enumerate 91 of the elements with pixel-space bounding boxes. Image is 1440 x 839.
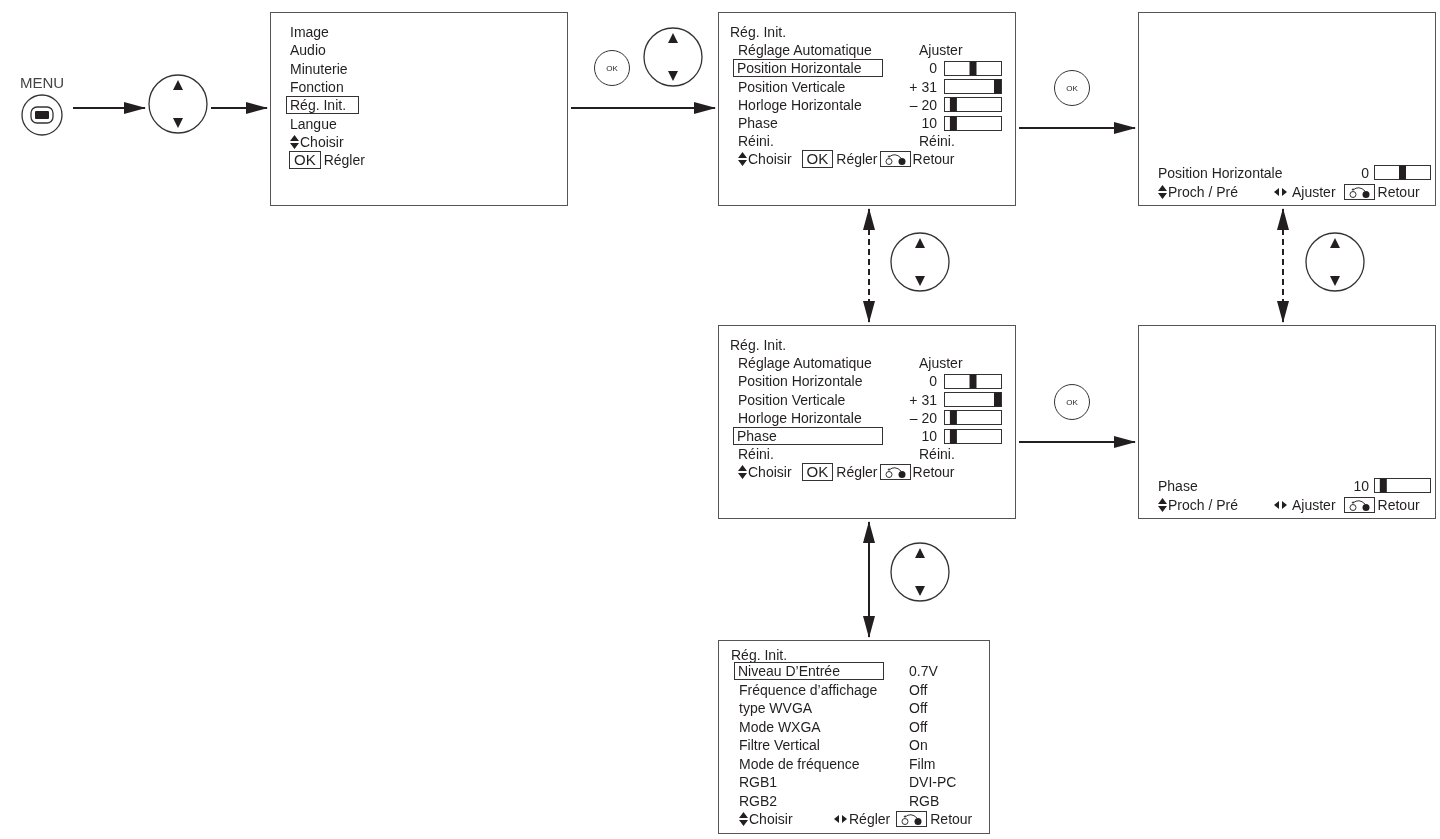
menu-title: Rég. Init.	[731, 646, 788, 663]
setting-value: 0.7V	[909, 663, 938, 680]
hint-label: Choisir	[300, 133, 344, 150]
highlighted-menu-item: Position Horizontale	[733, 59, 883, 78]
setting-value: Réini.	[919, 133, 955, 150]
hint-label: Choisir	[748, 151, 792, 168]
hint-label: Retour	[1377, 496, 1420, 513]
menu-item: Réglage Automatique	[738, 42, 872, 59]
highlighted-menu-item: Niveau D’Entrée	[734, 662, 884, 681]
arrow	[1018, 436, 1136, 448]
hint-label: Retour	[912, 464, 955, 481]
menu-screen	[270, 12, 568, 206]
setting-value: 0	[929, 373, 937, 390]
setting-value: Off	[909, 700, 928, 717]
setting-value: – 20	[909, 409, 937, 426]
menu-item: Mode de fréquence	[739, 755, 860, 772]
setting-value: Off	[909, 681, 928, 698]
menu-item: RGB2	[739, 792, 778, 809]
menu-screen	[718, 640, 990, 834]
menu-item: Fonction	[290, 79, 344, 96]
setting-value: 10	[1353, 477, 1369, 494]
hint-label: Ajuster	[1292, 183, 1336, 200]
setting-value: On	[909, 737, 928, 754]
setting-value: Off	[909, 718, 928, 735]
ok-key: OK	[801, 150, 834, 169]
hint-label: Régler	[836, 464, 878, 481]
highlighted-menu-item: Phase	[733, 427, 883, 446]
menu-item: Fréquence d’affichage	[739, 681, 878, 698]
menu-item: Filtre Vertical	[739, 737, 820, 754]
menu-item: Réini.	[738, 133, 774, 150]
arrow	[863, 521, 875, 638]
menu-item: Minuterie	[290, 60, 348, 77]
button-label: MENU	[18, 74, 66, 91]
setting-value: Ajuster	[919, 42, 963, 59]
ok-key: OK	[289, 151, 321, 170]
menu-title: Rég. Init.	[730, 337, 787, 354]
menu-title: Rég. Init.	[730, 24, 787, 41]
arrow	[1018, 122, 1136, 134]
setting-value: + 31	[909, 78, 937, 95]
ok-button: OK	[594, 50, 630, 86]
menu-item: type WVGA	[739, 700, 813, 717]
menu-item: Phase	[738, 115, 778, 132]
ok-key: OK	[801, 463, 834, 482]
menu-item: Horloge Horizontale	[738, 409, 862, 426]
setting-value: Film	[909, 755, 936, 772]
menu-item: Position Verticale	[738, 78, 846, 95]
menu-item: Horloge Horizontale	[738, 96, 862, 113]
setting-value: 10	[921, 428, 937, 445]
hint-label: Choisir	[748, 464, 792, 481]
hint-label: Ajuster	[1292, 496, 1336, 513]
menu-item: Réini.	[738, 446, 774, 463]
setting-value: 10	[921, 115, 937, 132]
hint-label: Régler	[836, 151, 878, 168]
arrow	[210, 102, 268, 114]
hint-label: Proch / Pré	[1168, 496, 1239, 513]
hint-label: Choisir	[749, 811, 793, 828]
menu-item: Langue	[290, 115, 337, 132]
hint-label: Retour	[930, 811, 973, 828]
menu-item: RGB1	[739, 774, 778, 791]
menu-item: Réglage Automatique	[738, 355, 872, 372]
highlighted-menu-item: Rég. Init.	[286, 96, 359, 115]
setting-name: Phase	[1158, 477, 1198, 494]
arrow	[570, 102, 716, 114]
setting-value: + 31	[909, 391, 937, 408]
setting-value: 0	[1361, 164, 1369, 181]
ok-button: OK	[1054, 384, 1090, 420]
menu-screen	[718, 12, 1016, 206]
setting-value: Réini.	[919, 446, 955, 463]
setting-name: Position Horizontale	[1158, 164, 1283, 181]
menu-item: Audio	[290, 42, 326, 59]
menu-item: Position Horizontale	[738, 373, 863, 390]
hint-label: Retour	[1377, 183, 1420, 200]
hint-label: Régler	[849, 811, 891, 828]
hint-label: Régler	[323, 152, 365, 169]
setting-value: DVI-PC	[909, 774, 957, 791]
ok-button: OK	[1054, 70, 1090, 106]
setting-value: – 20	[909, 96, 937, 113]
arrow	[72, 102, 146, 114]
menu-item: Position Verticale	[738, 391, 846, 408]
hint-label: Proch / Pré	[1168, 183, 1239, 200]
setting-value: 0	[929, 60, 937, 77]
menu-screen	[1138, 12, 1436, 206]
setting-value: RGB	[909, 792, 940, 809]
menu-screen	[718, 325, 1016, 519]
hint-label: Retour	[912, 151, 955, 168]
menu-item: Mode WXGA	[739, 718, 821, 735]
menu-screen	[1138, 325, 1436, 519]
arrow	[1277, 208, 1289, 323]
arrow	[863, 208, 875, 323]
menu-item: Image	[290, 24, 329, 41]
setting-value: Ajuster	[919, 355, 963, 372]
